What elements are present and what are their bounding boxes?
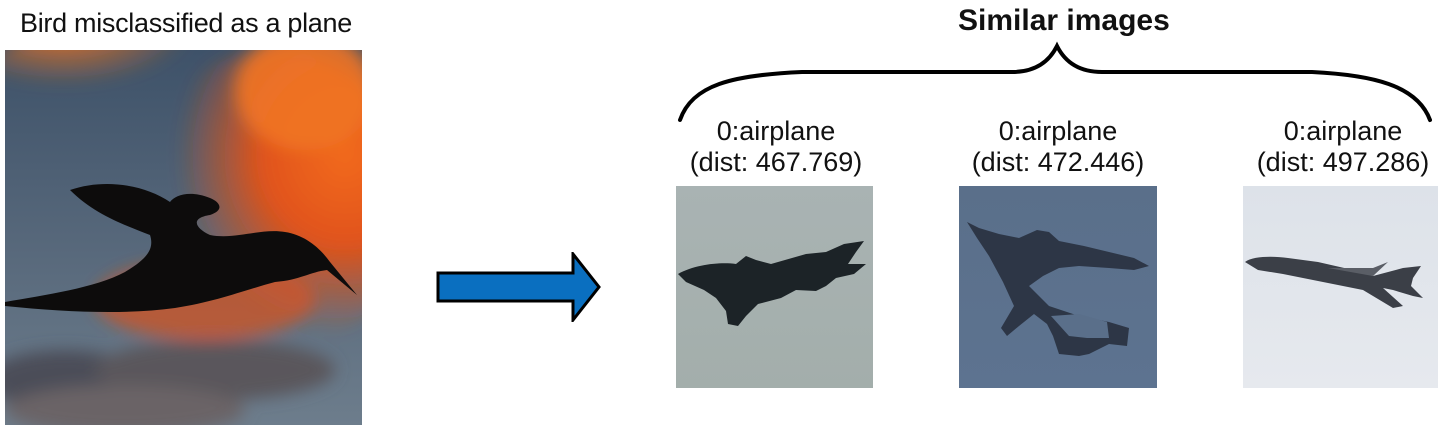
query-caption: Bird misclassified as a plane (20, 8, 352, 38)
distance-label: (dist: 467.769) (689, 147, 863, 177)
class-label: 0:airplane (1283, 116, 1403, 146)
distance-label: (dist: 472.446) (971, 147, 1145, 177)
class-label: 0:airplane (998, 116, 1118, 146)
bird-silhouette (5, 183, 357, 313)
distance-label: (dist: 497.286) (1256, 147, 1430, 177)
class-label: 0:airplane (716, 116, 836, 146)
similar-images-title: Similar images (958, 4, 1170, 37)
similar-label-3: 0:airplane (dist: 497.286) (1243, 116, 1443, 178)
grouping-brace (672, 40, 1443, 125)
similar-image-3 (1243, 186, 1438, 388)
similar-image-2 (959, 186, 1157, 388)
similar-image-1 (676, 186, 873, 388)
right-arrow (436, 252, 602, 322)
similar-label-1: 0:airplane (dist: 467.769) (676, 116, 876, 178)
query-image (5, 50, 362, 425)
similar-label-2: 0:airplane (dist: 472.446) (958, 116, 1158, 178)
